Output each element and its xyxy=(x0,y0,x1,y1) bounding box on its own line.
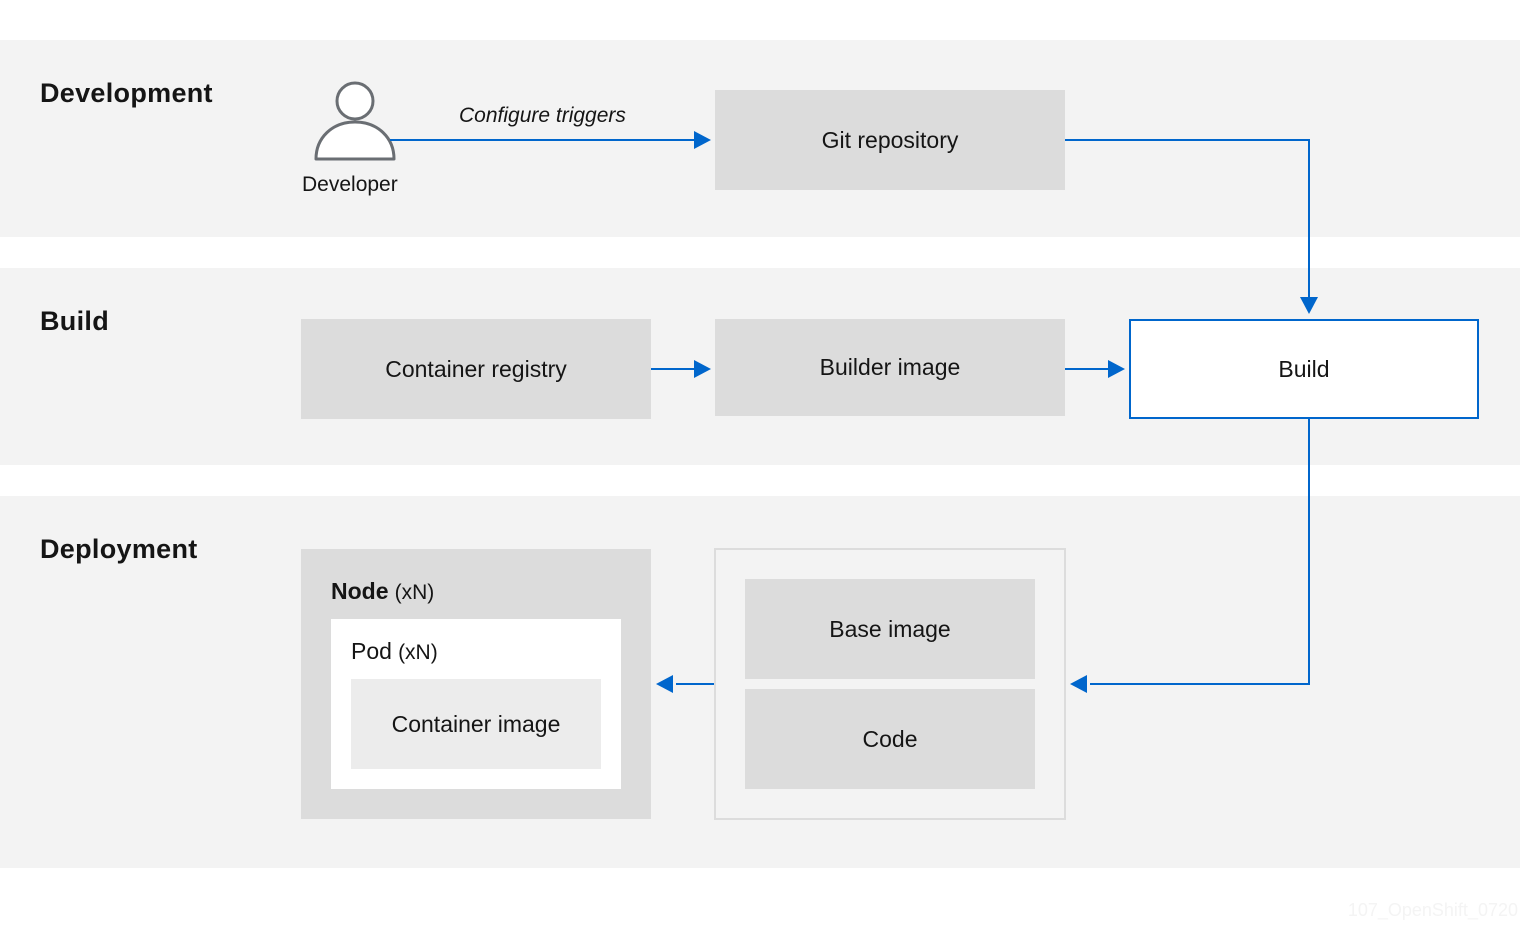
developer-label: Developer xyxy=(302,173,398,196)
git-repository-box: Git repository xyxy=(715,90,1065,190)
edge-build-to-artifact xyxy=(1090,418,1310,685)
build-box: Build xyxy=(1129,319,1479,419)
pod-label: Pod (xN) xyxy=(351,638,438,665)
figure-watermark: 107_OpenShift_0720 xyxy=(1347,900,1518,920)
pod-multiplicity: (xN) xyxy=(398,641,438,664)
edge-git-to-build xyxy=(1065,139,1310,298)
node-title: Node xyxy=(331,578,389,604)
lane-title-build: Build xyxy=(40,306,109,336)
container-registry-box: Container registry xyxy=(301,319,651,419)
arrowhead-artifact xyxy=(1070,675,1087,693)
user-icon xyxy=(314,81,396,161)
node-multiplicity: (xN) xyxy=(394,581,435,604)
arrowhead-node xyxy=(656,675,673,693)
node-label: Node (xN) xyxy=(331,578,434,605)
arrowhead-build-left xyxy=(1108,360,1125,378)
base-image-box: Base image xyxy=(745,579,1035,679)
lane-title-development: Development xyxy=(40,78,213,108)
arrowhead-git xyxy=(694,131,711,149)
arrowhead-build-top xyxy=(1300,297,1318,314)
pod-title: Pod xyxy=(351,638,392,664)
builder-image-box: Builder image xyxy=(715,319,1065,416)
arrowhead-builder xyxy=(694,360,711,378)
lane-title-deployment: Deployment xyxy=(40,534,198,564)
container-image-box: Container image xyxy=(351,679,601,769)
code-box: Code xyxy=(745,689,1035,789)
configure-triggers-label: Configure triggers xyxy=(459,104,626,127)
